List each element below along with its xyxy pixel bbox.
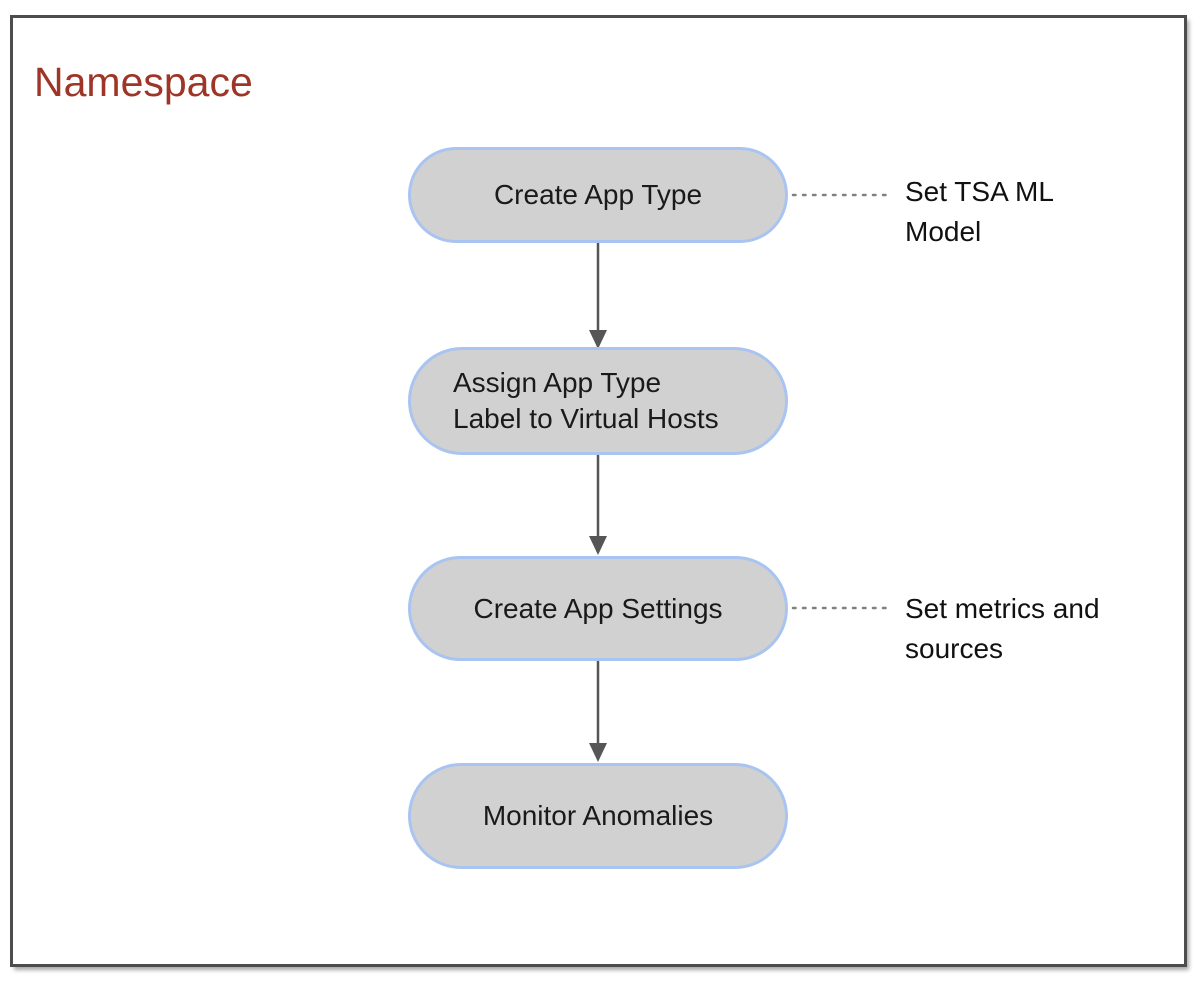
annotation-set-tsa-ml-model: Set TSA ML Model <box>905 176 1054 247</box>
node-create-app-type: Create App Type <box>408 147 788 243</box>
node-create-app-settings: Create App Settings <box>408 556 788 661</box>
node-assign-app-type-label: Assign App Type Label to Virtual Hosts <box>408 347 788 455</box>
node-monitor-anomalies: Monitor Anomalies <box>408 763 788 869</box>
page-title: Namespace <box>34 59 253 105</box>
annotation-set-metrics-and-sources: Set metrics and sources <box>905 593 1100 664</box>
